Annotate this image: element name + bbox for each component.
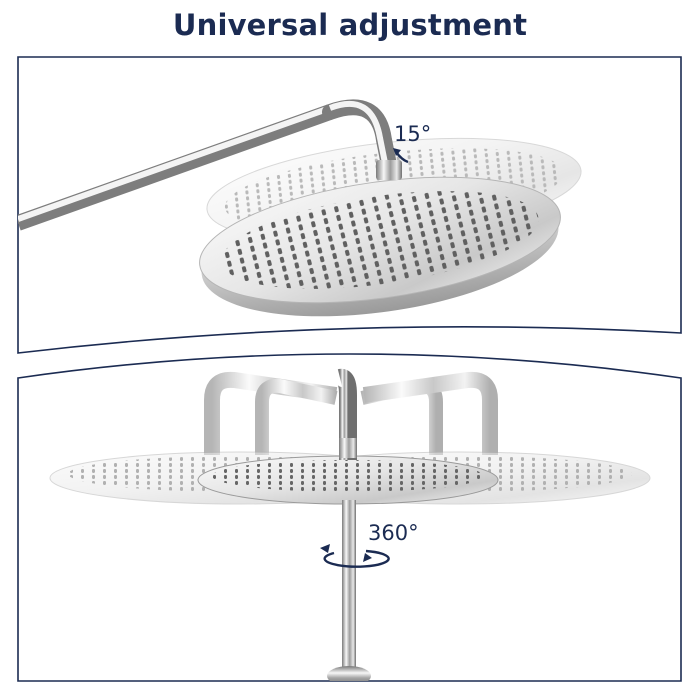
top-panel	[17, 56, 682, 354]
page-title: Universal adjustment	[172, 8, 528, 42]
center-arm	[327, 368, 371, 681]
tilt-angle-label: 15°	[394, 122, 432, 146]
tilt-arrow-icon	[393, 148, 409, 164]
bottom-panel	[17, 353, 682, 682]
rotation-arrow-icon	[320, 544, 390, 568]
center-shower-plate	[197, 455, 499, 505]
rotation-angle-label: 360°	[368, 521, 419, 545]
ghost-arms	[204, 371, 498, 455]
main-shower-head	[199, 176, 561, 317]
shower-arm	[18, 99, 402, 231]
